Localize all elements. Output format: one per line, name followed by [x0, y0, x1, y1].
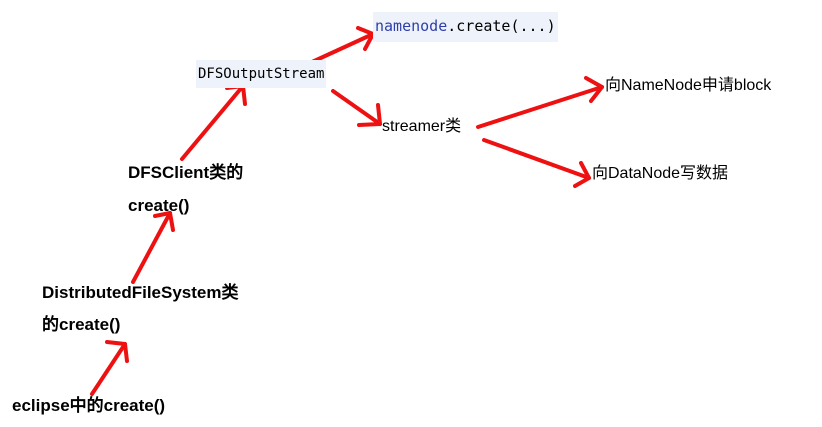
arrow-streamer-to-write-data [482, 138, 591, 188]
streamer-label: streamer类 [382, 118, 462, 135]
dfsclient-label-line2: create() [128, 196, 190, 215]
arrow-streamer-to-request-block [476, 76, 604, 129]
write-data-label: 向DataNode写数据 [592, 165, 729, 182]
namenode-object-token: namenode [375, 17, 448, 35]
eclipse-create-label: eclipse中的create() [12, 396, 166, 415]
arrow-eclipse-to-distributed [90, 340, 129, 396]
arrow-dfsclient-to-dfsoutputstream [180, 84, 247, 161]
arrow-distributed-to-dfsclient [131, 211, 175, 284]
dfsclient-label-line1: DFSClient类的 [128, 163, 244, 182]
distributed-filesystem-label-line1: DistributedFileSystem类 [42, 283, 239, 302]
request-block-label: 向NameNode申请block [605, 77, 772, 94]
create-call-token: .create(...) [447, 17, 556, 35]
namenode-create-label: namenode.create(...) [373, 12, 558, 42]
distributed-filesystem-label-line2: 的create() [42, 315, 121, 334]
dfsoutputstream-label: DFSOutputStream [196, 60, 327, 89]
arrow-dfsoutputstream-to-namenode-create [310, 26, 375, 64]
arrow-dfsoutputstream-to-streamer [331, 89, 382, 127]
